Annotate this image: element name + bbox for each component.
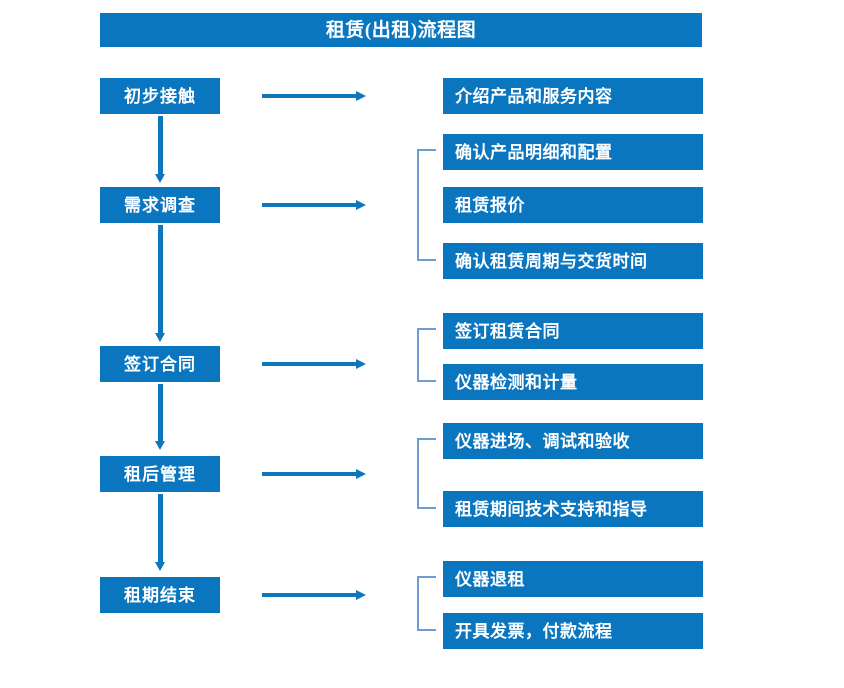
detail-label-5: 签订租赁合同 [455, 321, 560, 341]
detail-box-9: 仪器退租 [443, 561, 703, 597]
arrow-shaft [158, 384, 163, 441]
group-bracket-1 [417, 149, 436, 261]
stage-box-2: 需求调查 [100, 187, 220, 223]
arrow-head [356, 590, 366, 600]
arrow-shaft [262, 362, 357, 366]
detail-label-7: 仪器进场、调试和验收 [455, 431, 630, 451]
down-arrow-icon-4 [155, 494, 165, 571]
stage-box-1: 初步接触 [100, 78, 220, 114]
group-bracket-3 [417, 438, 436, 509]
detail-label-10: 开具发票，付款流程 [455, 621, 613, 641]
arrow-shaft [262, 203, 357, 207]
detail-box-1: 介绍产品和服务内容 [443, 78, 703, 114]
down-arrow-icon-2 [155, 225, 165, 342]
arrow-head [155, 333, 165, 342]
arrow-shaft [158, 225, 163, 333]
stage-box-3: 签订合同 [100, 346, 220, 382]
detail-box-3: 租赁报价 [443, 187, 703, 223]
detail-label-4: 确认租赁周期与交货时间 [455, 251, 648, 271]
group-bracket-2 [417, 328, 436, 382]
down-arrow-icon-1 [155, 116, 165, 183]
detail-label-3: 租赁报价 [455, 195, 525, 215]
detail-label-6: 仪器检测和计量 [455, 372, 578, 392]
arrow-shaft [158, 116, 163, 174]
detail-label-8: 租赁期间技术支持和指导 [455, 499, 648, 519]
arrow-head [356, 200, 366, 210]
detail-box-8: 租赁期间技术支持和指导 [443, 491, 703, 527]
stage-label-2: 需求调查 [124, 195, 196, 215]
detail-label-1: 介绍产品和服务内容 [455, 86, 613, 106]
arrow-shaft [262, 593, 357, 597]
arrow-head [356, 91, 366, 101]
stage-label-4: 租后管理 [124, 464, 196, 484]
arrow-shaft [158, 494, 163, 562]
right-arrow-icon-5 [262, 589, 366, 601]
detail-box-10: 开具发票，付款流程 [443, 613, 703, 649]
stage-label-1: 初步接触 [124, 86, 196, 106]
detail-box-7: 仪器进场、调试和验收 [443, 423, 703, 459]
arrow-shaft [262, 472, 357, 476]
right-arrow-icon-1 [262, 90, 366, 102]
detail-label-9: 仪器退租 [455, 569, 525, 589]
arrow-head [155, 174, 165, 183]
down-arrow-icon-3 [155, 384, 165, 450]
arrow-shaft [262, 94, 357, 98]
right-arrow-icon-3 [262, 358, 366, 370]
chart-title-banner: 租赁(出租)流程图 [100, 13, 702, 47]
arrow-head [155, 562, 165, 571]
stage-label-5: 租期结束 [124, 585, 196, 605]
right-arrow-icon-4 [262, 468, 366, 480]
detail-box-2: 确认产品明细和配置 [443, 134, 703, 170]
stage-label-3: 签订合同 [124, 354, 196, 374]
detail-label-2: 确认产品明细和配置 [455, 142, 613, 162]
detail-box-4: 确认租赁周期与交货时间 [443, 243, 703, 279]
stage-box-5: 租期结束 [100, 577, 220, 613]
right-arrow-icon-2 [262, 199, 366, 211]
arrow-head [356, 469, 366, 479]
page-title: 租赁(出租)流程图 [325, 19, 477, 41]
detail-box-6: 仪器检测和计量 [443, 364, 703, 400]
detail-box-5: 签订租赁合同 [443, 313, 703, 349]
arrow-head [155, 441, 165, 450]
arrow-head [356, 359, 366, 369]
group-bracket-4 [417, 576, 436, 631]
stage-box-4: 租后管理 [100, 456, 220, 492]
